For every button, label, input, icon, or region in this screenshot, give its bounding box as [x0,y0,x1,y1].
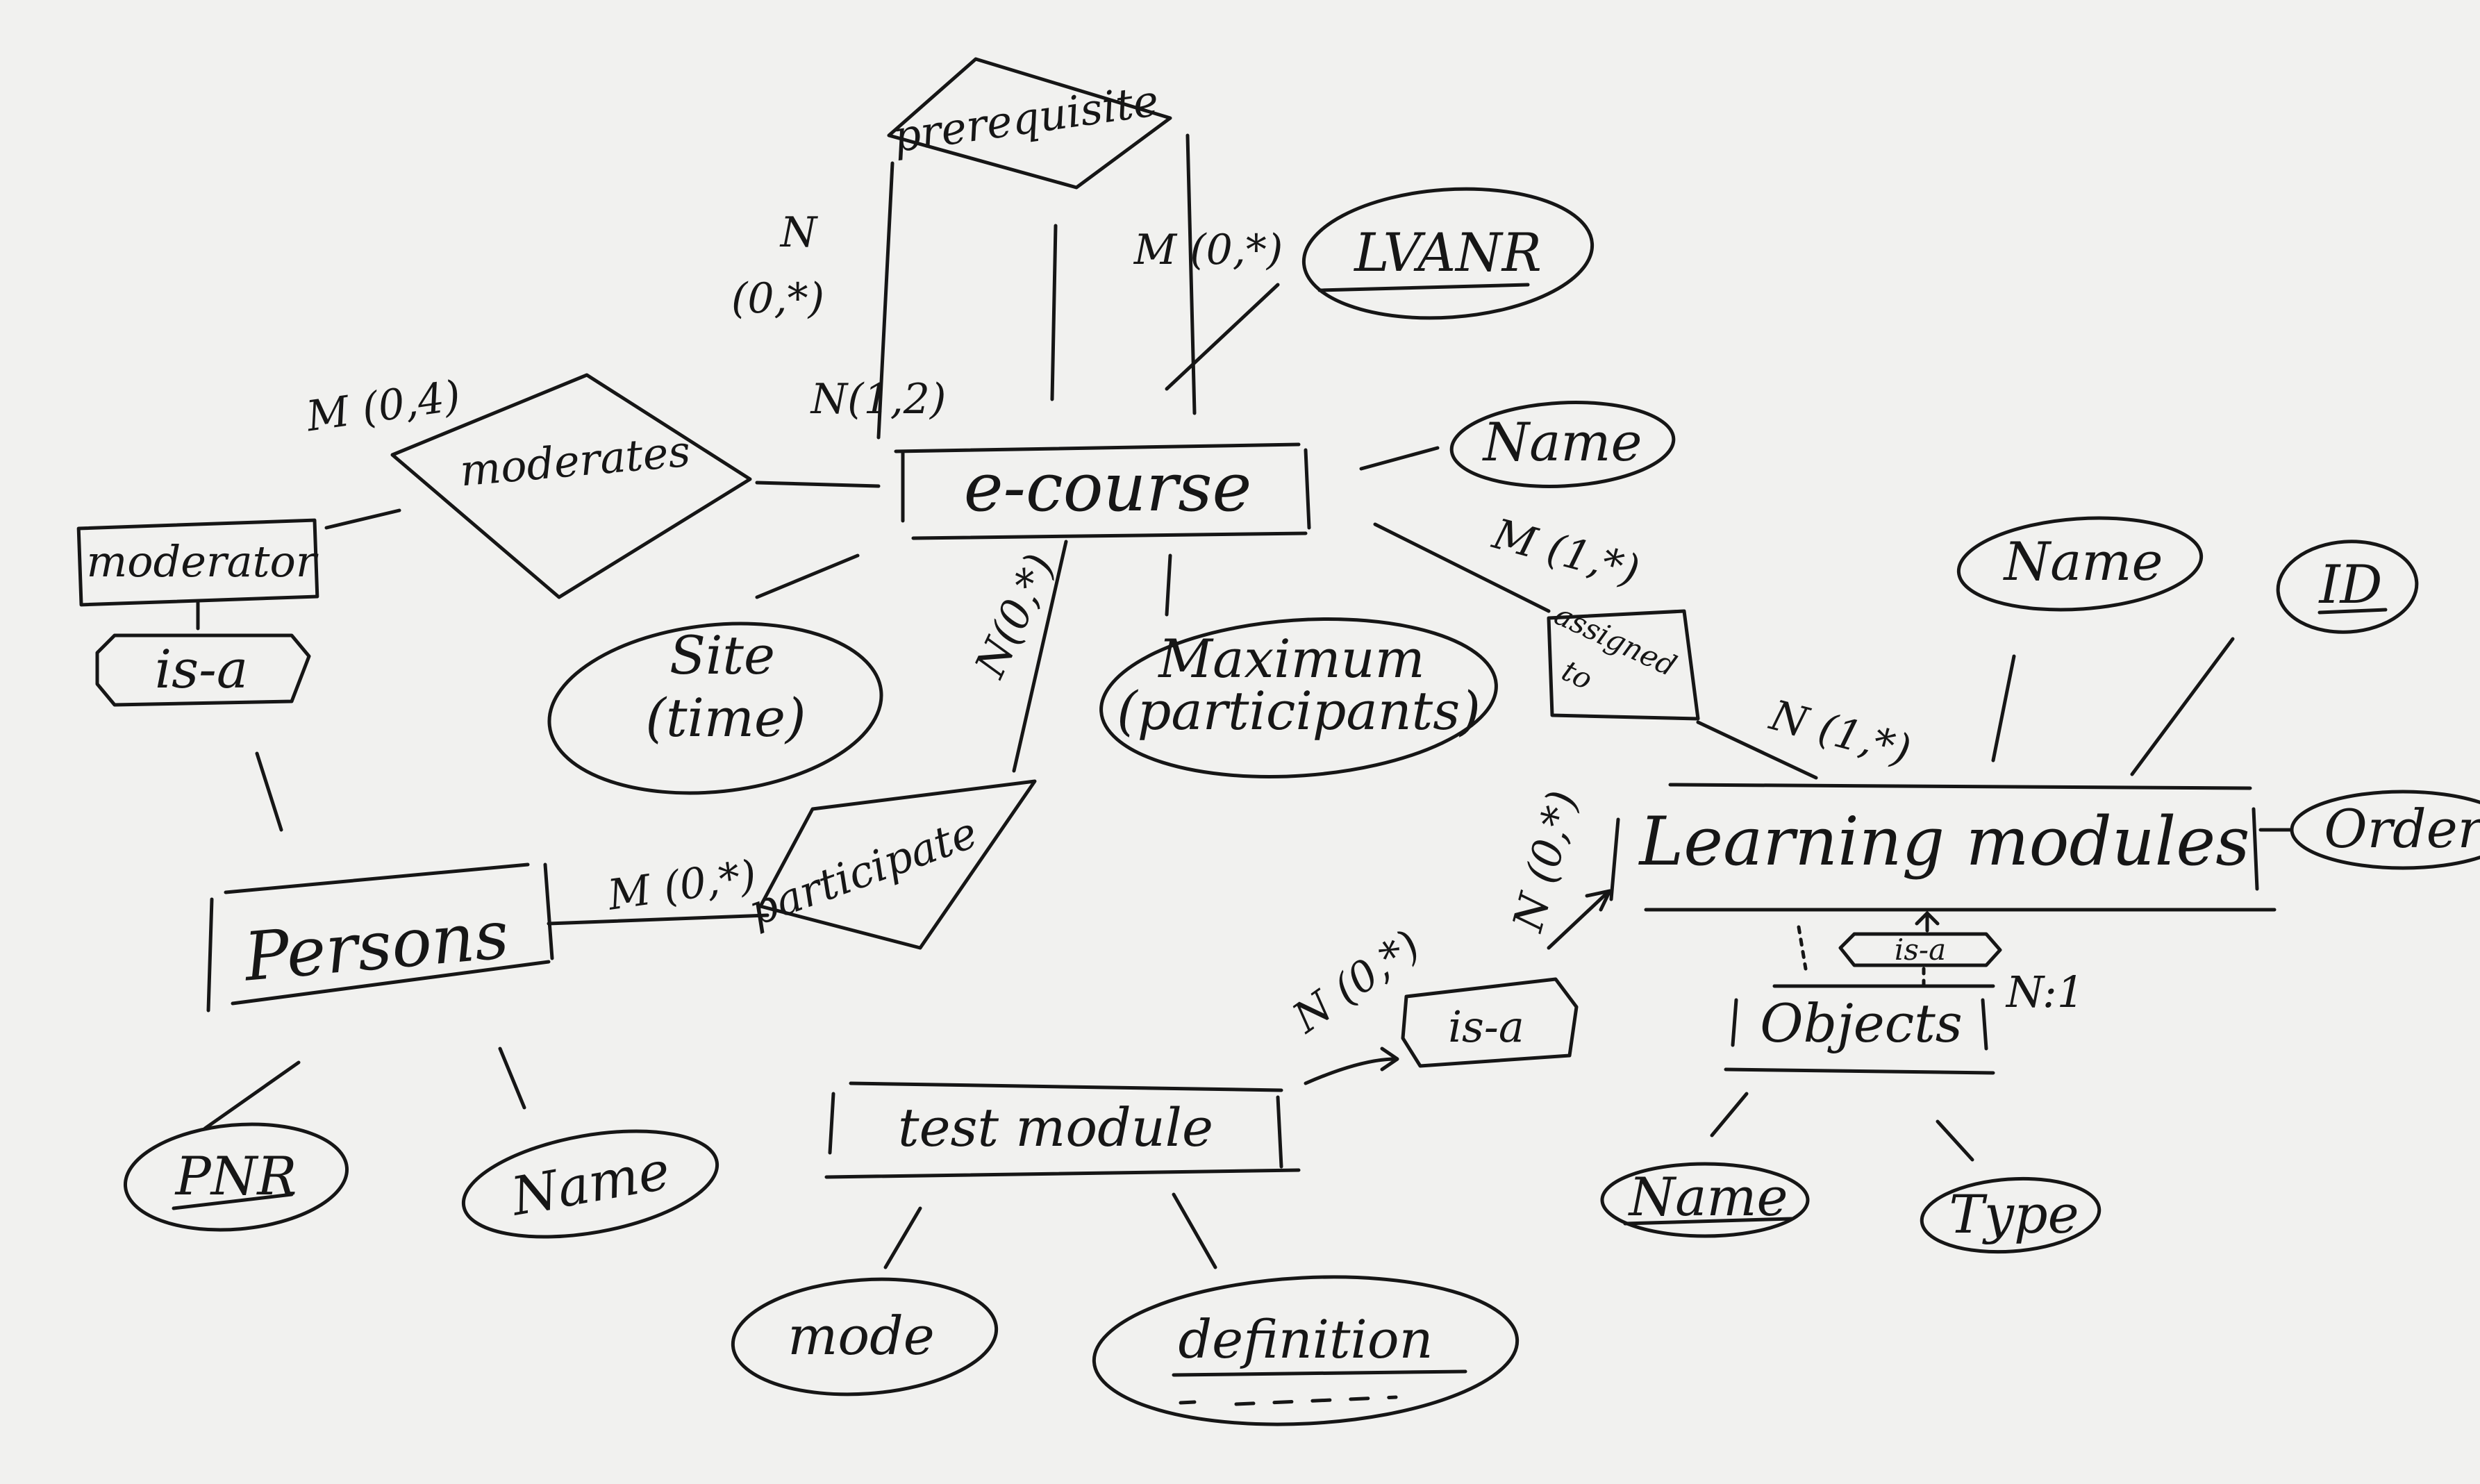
mode-label: mode [788,1305,934,1367]
card-assigned-m: M (1,*) [1488,510,1645,595]
attribute-pnr: PNR [123,1060,349,1232]
card-test-lm: N (0,*) [1504,785,1588,937]
site-sub-label: (time) [645,687,806,749]
entity-objects: Objects [1724,984,1995,1075]
attribute-lm-id: ID [2130,540,2419,776]
entity-persons: Persons [206,862,554,1012]
site-label: Site [669,624,775,686]
attribute-person-name: Name [461,1047,719,1239]
persons-label: Persons [240,896,511,997]
moderates-label: moderates [458,426,692,497]
prerequisite-label: prerequisite [890,75,1161,162]
card-objects: N:1 [2005,967,2084,1017]
course-name-label: Name [1482,411,1642,473]
card-prereq-n: N [779,208,819,257]
maximum-label: Maximum [1157,628,1424,690]
relationship-prerequisite: prerequisite [887,57,1172,190]
card-moderates-m: M (0,4) [303,372,463,441]
objects-isa-label: is-a [1895,933,1946,967]
attribute-maximum: Maximum (participants) [1099,553,1498,778]
lm-order-label: Order [2324,798,2480,860]
isa-objects: is-a [1797,911,2002,988]
attribute-definition: definition [1092,1192,1520,1426]
learning-modules-label: Learning modules [1638,803,2250,881]
attribute-lm-name: Name [1956,516,2204,762]
card-test-n: N (0,*) [1283,921,1429,1043]
lvanr-label: LVANR [1353,222,1542,283]
person-name-label: Name [506,1139,674,1228]
test-isa-label: is-a [1448,1001,1524,1052]
attribute-obj-name: Name [1600,1092,1810,1238]
attribute-mode: mode [731,1206,999,1397]
attribute-site: Site (time) [547,553,883,795]
assigned-to-label: to [1557,653,1598,697]
test-module-label: test module [898,1097,1213,1158]
attribute-course-name: Name [1359,400,1676,489]
maximum-sub-label: (participants) [1117,680,1481,742]
card-prereq-n-range: (0,*) [731,274,824,323]
prerequisite-lines [876,133,1197,440]
moderator-isa-label: is-a [155,638,248,700]
objects-label: Objects [1760,992,1963,1054]
obj-name-label: Name [1628,1166,1788,1228]
isa-moderator: is-a [95,633,311,832]
entity-e-course: e-course [894,442,1311,540]
e-course-label: e-course [964,449,1252,526]
entity-moderator: moderator [76,518,319,631]
attribute-lm-order: Order [2258,790,2480,870]
lm-name-label: Name [2003,531,2163,592]
definition-label: definition [1178,1308,1433,1370]
entity-test-module: test module [824,1081,1301,1179]
moderator-label: moderator [87,536,319,587]
card-prereq-m: M (0,*) [1133,226,1283,274]
attribute-lvanr: LVANR [1165,187,1595,391]
card-participate-m: M (0,*) [604,851,759,920]
card-moderates-n: N(1,2) [810,375,947,424]
attribute-obj-type: Type [1920,1119,2102,1254]
entity-learning-modules: Learning modules [1609,783,2277,912]
lm-id-label: ID [2318,553,2383,615]
obj-type-label: Type [1949,1183,2079,1245]
isa-test-module: is-a [1304,889,1612,1085]
